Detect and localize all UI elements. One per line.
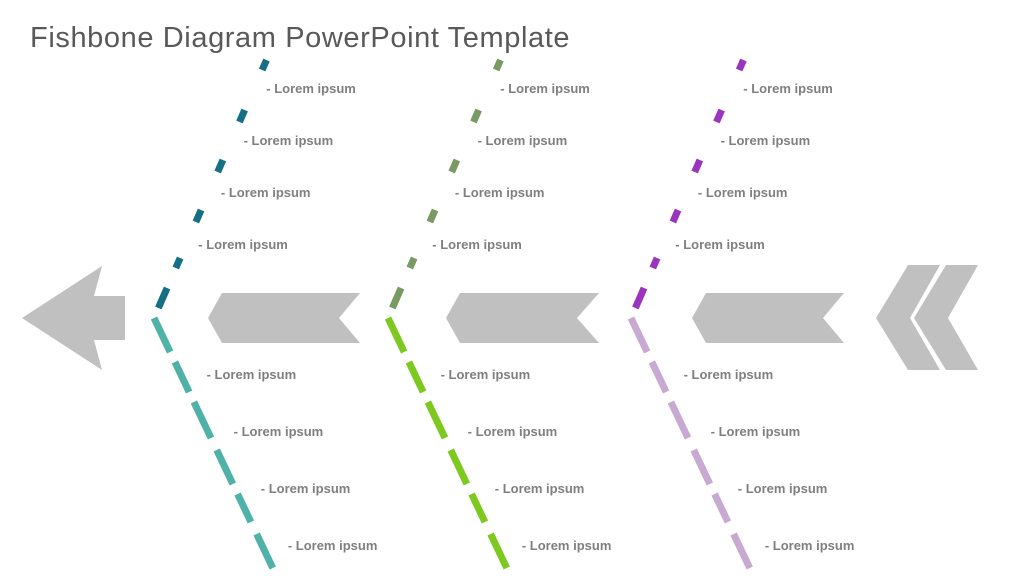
bone-3: - Lorem ipsum - Lorem ipsum - Lorem ipsum -… — [627, 58, 855, 570]
bone-1-upper-segment — [155, 286, 171, 310]
cause-label: - Lorem ipsum — [478, 133, 568, 148]
bone-1-lower-segment — [190, 400, 215, 440]
bone-3-lower-segment — [648, 360, 670, 394]
cause-label: - Lorem ipsum — [721, 133, 811, 148]
bone-1-lower-segment — [213, 448, 237, 486]
bone-1-upper-segment — [192, 208, 205, 224]
cause-label: - Lorem ipsum — [468, 424, 558, 439]
cause-label: - Lorem ipsum — [207, 367, 297, 382]
bone-1: - Lorem ipsum - Lorem ipsum - Lorem ipsum -… — [150, 58, 378, 570]
fish-tail-chevron-1 — [876, 265, 940, 370]
cause-label: - Lorem ipsum — [221, 185, 311, 200]
cause-label: - Lorem ipsum — [441, 367, 531, 382]
bone-2-lower-segment — [468, 492, 489, 524]
bone-3-upper-segment — [713, 108, 725, 124]
cause-label: - Lorem ipsum — [495, 481, 585, 496]
bone-3-lower-segment — [690, 448, 714, 486]
bone-1-upper-segment — [236, 108, 248, 124]
bone-1-lower-segment — [253, 532, 276, 570]
cause-label: - Lorem ipsum — [765, 538, 855, 553]
spine-arrow-1 — [208, 293, 360, 343]
bone-2-upper-segment — [470, 108, 482, 124]
spine-arrow-2 — [446, 293, 599, 343]
cause-label: - Lorem ipsum — [455, 185, 545, 200]
bone-3-upper-segment — [691, 158, 704, 174]
cause-label: - Lorem ipsum — [738, 481, 828, 496]
bone-2-upper-segment — [406, 256, 418, 270]
bone-3-lower-segment — [627, 316, 651, 354]
bone-1-upper-segment — [214, 158, 227, 174]
bones-group: - Lorem ipsum - Lorem ipsum - Lorem ipsum -… — [150, 58, 855, 570]
cause-label: - Lorem ipsum — [234, 424, 324, 439]
bone-2-lower-segment — [424, 400, 449, 440]
bone-3-upper-segment — [735, 58, 747, 72]
cause-label: - Lorem ipsum — [198, 237, 288, 252]
bone-3-upper-segment — [649, 256, 661, 270]
cause-label: - Lorem ipsum — [244, 133, 334, 148]
spine-arrow-3 — [692, 293, 844, 343]
cause-label: - Lorem ipsum — [698, 185, 788, 200]
bone-2-upper-segment — [492, 58, 504, 72]
bone-3-lower-segment — [667, 400, 692, 440]
bone-2: - Lorem ipsum - Lorem ipsum - Lorem ipsum -… — [384, 58, 612, 570]
cause-label: - Lorem ipsum — [684, 367, 774, 382]
bone-1-upper-segment — [258, 58, 270, 72]
cause-label: - Lorem ipsum — [743, 81, 833, 96]
bone-2-lower-segment — [405, 360, 427, 394]
fish-head-arrow — [22, 266, 125, 370]
cause-label: - Lorem ipsum — [500, 81, 590, 96]
bone-1-lower-segment — [171, 360, 193, 394]
cause-label: - Lorem ipsum — [522, 538, 612, 553]
cause-label: - Lorem ipsum — [261, 481, 351, 496]
bone-3-upper-segment — [632, 286, 648, 310]
fish-tail-chevron-2 — [914, 265, 978, 370]
bone-2-lower-segment — [384, 316, 408, 354]
bone-2-upper-segment — [389, 286, 405, 310]
bone-3-upper-segment — [669, 208, 682, 224]
cause-label: - Lorem ipsum — [711, 424, 801, 439]
bone-2-lower-segment — [487, 532, 510, 570]
bone-2-upper-segment — [448, 158, 461, 174]
cause-label: - Lorem ipsum — [266, 81, 356, 96]
bone-2-lower-segment — [447, 448, 471, 486]
cause-label: - Lorem ipsum — [675, 237, 765, 252]
bone-1-lower-segment — [234, 492, 255, 524]
bone-3-lower-segment — [730, 532, 753, 570]
bone-1-upper-segment — [172, 256, 184, 270]
bone-2-upper-segment — [426, 208, 439, 224]
bone-1-lower-segment — [150, 316, 174, 354]
bone-3-lower-segment — [711, 492, 732, 524]
page-title: Fishbone Diagram PowerPoint Template — [30, 22, 571, 54]
cause-label: - Lorem ipsum — [288, 538, 378, 553]
cause-label: - Lorem ipsum — [432, 237, 522, 252]
